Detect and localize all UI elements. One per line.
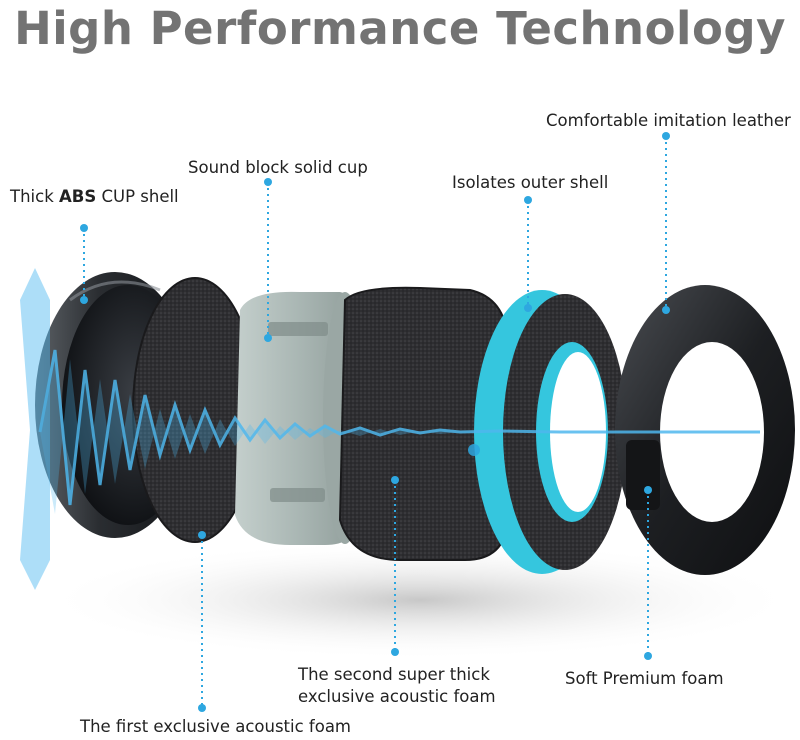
- floor-shadow: [40, 540, 800, 660]
- label-abs-suffix: CUP shell: [96, 187, 179, 206]
- label-first-foam: The first exclusive acoustic foam: [80, 717, 352, 736]
- label-isolates-outer-shell: Isolates outer shell: [452, 173, 609, 192]
- callout-dots: [80, 132, 670, 712]
- leather-ear-cushion: [615, 285, 795, 575]
- label-premium-foam: Soft Premium foam: [565, 669, 724, 688]
- label-abs-cup-shell: Thick ABS CUP shell: [10, 186, 179, 208]
- sound-wave: [20, 268, 760, 590]
- label-abs-bold: ABS: [59, 187, 97, 206]
- label-sound-block: Sound block solid cup: [188, 158, 368, 177]
- label-second-foam-line2: exclusive acoustic foam: [298, 687, 496, 706]
- callout-lines: [83, 136, 667, 708]
- page-title: High Performance Technology: [14, 2, 786, 55]
- label-comfortable-leather: Comfortable imitation leather: [546, 111, 791, 130]
- label-abs-prefix: Thick: [10, 187, 59, 206]
- label-second-foam-line1: The second super thick: [298, 665, 490, 684]
